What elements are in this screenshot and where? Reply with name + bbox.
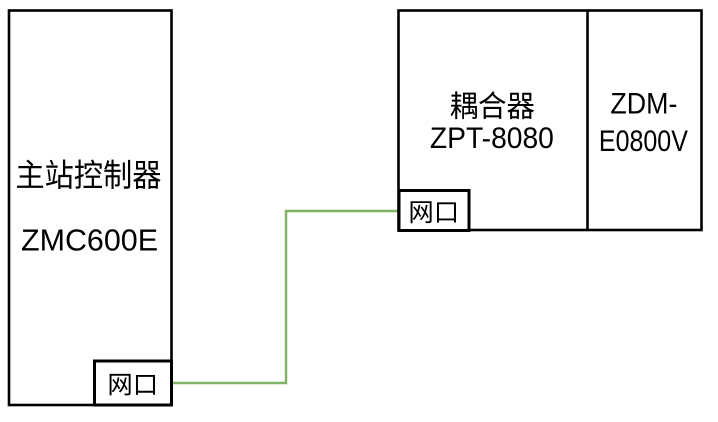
svg-text:ZMC600E: ZMC600E bbox=[21, 223, 158, 257]
svg-text:E0800V: E0800V bbox=[599, 125, 688, 158]
svg-text:ZPT-8080: ZPT-8080 bbox=[430, 122, 554, 155]
svg-text:ZDM-: ZDM- bbox=[610, 87, 677, 120]
